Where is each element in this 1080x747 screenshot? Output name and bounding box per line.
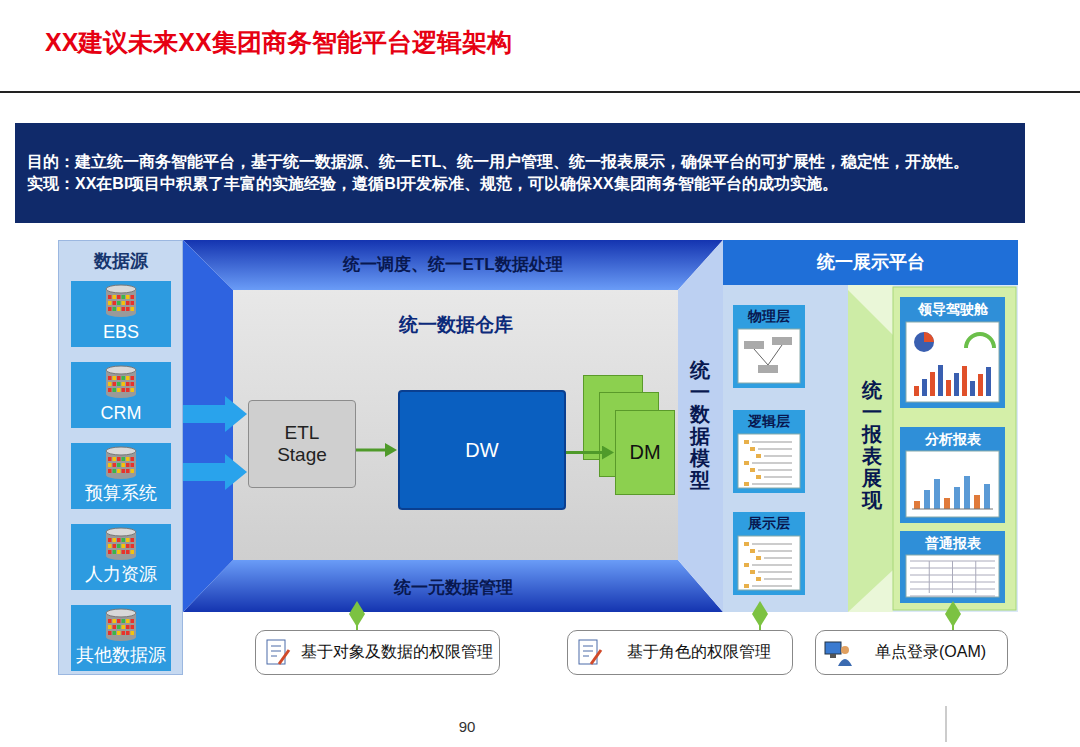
report-column-text: 统一报表展现 <box>862 379 882 511</box>
source-box-text: 人力资源 <box>85 562 157 586</box>
link-line <box>759 612 761 630</box>
etl-frame: 统一调度、统一ETL数据处理统一元数据管理统一数据仓库 ETL Stage DW DM… <box>183 240 723 612</box>
source-box: 其他数据源 <box>71 605 171 671</box>
junction-diamond <box>752 601 768 627</box>
report-box: 领导驾驶舱 <box>900 297 1005 408</box>
model-layer-box-text: 逻辑层 <box>748 413 790 431</box>
connector-group <box>183 472 225 473</box>
permission-box-text: 基于对象及数据的权限管理 <box>301 642 493 663</box>
report-box: 普通报表 <box>900 531 1005 603</box>
etl-box-text: ETL Stage <box>266 422 338 466</box>
source-box: EBS <box>71 281 171 347</box>
page-title: XX建议未来XX集团商务智能平台逻辑架构 <box>45 26 512 59</box>
purpose-banner-text: 实现：XX在BI项目中积累了丰富的实施经验，遵循BI开发标准、规范，可以确保XX… <box>27 173 838 195</box>
model-column-text: 统一数据模型 <box>690 359 710 491</box>
source-box: 人力资源 <box>71 524 171 590</box>
permission-box: 单点登录(OAM) <box>815 630 1008 675</box>
title-rule <box>0 91 1080 93</box>
flow-arrow <box>183 463 225 481</box>
model-layer-box-text: 展示层 <box>748 515 790 533</box>
display-platform-text: 统一展示平台 <box>817 250 925 274</box>
etl-frame-text: 统一调度、统一ETL数据处理 <box>343 253 562 276</box>
display-platform: 统一展示平台物理层逻辑层展示层 统一报表展现 领导驾驶舱分析报表普通报表 <box>723 240 1018 612</box>
footer-divider <box>946 706 947 742</box>
source-box-text: CRM <box>101 403 142 424</box>
connector-group <box>349 601 365 630</box>
connector-group <box>356 450 385 451</box>
source-panel-text: 数据源 <box>94 249 148 273</box>
dw-box-text: DW <box>465 439 498 462</box>
source-box-text: 其他数据源 <box>76 643 166 667</box>
purpose-banner: 目的：建立统一商务智能平台，基于统一数据源、统一ETL、统一用户管理、统一报表展… <box>15 123 1025 223</box>
connector-group <box>945 601 961 630</box>
purpose-banner-text: 目的：建立统一商务智能平台，基于统一数据源、统一ETL、统一用户管理、统一报表展… <box>27 151 969 173</box>
report-box-text: 分析报表 <box>925 431 981 449</box>
page-number: 90 <box>452 718 482 735</box>
source-box: CRM <box>71 362 171 428</box>
report-column: 统一报表展现 <box>851 290 893 600</box>
permission-box-text: 基于角色的权限管理 <box>627 642 771 663</box>
permission-box-text: 单点登录(OAM) <box>875 642 986 663</box>
permission-box: 基于角色的权限管理 <box>567 630 793 675</box>
flow-arrow <box>356 449 385 452</box>
connector-group <box>183 414 225 415</box>
permission-box: 基于对象及数据的权限管理 <box>255 630 500 675</box>
warehouse-area-text: 统一数据仓库 <box>399 312 513 338</box>
dw-box: DW <box>398 390 566 510</box>
junction-diamond <box>349 601 365 627</box>
model-layer-box: 物理层 <box>733 305 805 388</box>
flow-arrow <box>566 451 602 454</box>
model-column: 统一数据模型 <box>680 300 720 550</box>
permission-icon <box>568 631 608 676</box>
dm-box: DM <box>615 410 675 495</box>
source-panel: 数据源 EBS CRM 预算系统人力资源其他数据源 <box>58 240 183 675</box>
source-box-text: EBS <box>103 322 139 343</box>
report-box: 分析报表 <box>900 427 1005 523</box>
model-layer-box: 逻辑层 <box>733 410 805 493</box>
model-layer-box-text: 物理层 <box>748 308 790 326</box>
model-layer-box: 展示层 <box>733 512 805 595</box>
connector-group <box>752 601 768 630</box>
permission-icon <box>816 631 856 676</box>
dm-box-text: DM <box>629 441 660 464</box>
etl-box: ETL Stage <box>248 400 356 488</box>
junction-diamond <box>945 601 961 627</box>
report-box-text: 普通报表 <box>925 535 981 553</box>
source-box-text: 预算系统 <box>85 481 157 505</box>
warehouse-area: 统一数据仓库 ETL Stage DW DM <box>233 290 678 560</box>
flow-arrow <box>183 405 225 423</box>
etl-frame-text: 统一元数据管理 <box>394 576 513 599</box>
link-line <box>952 612 954 630</box>
report-box-text: 领导驾驶舱 <box>918 301 988 319</box>
permission-icon <box>256 631 296 676</box>
link-line <box>356 612 358 630</box>
source-box: 预算系统 <box>71 443 171 509</box>
connector-group <box>566 452 602 453</box>
